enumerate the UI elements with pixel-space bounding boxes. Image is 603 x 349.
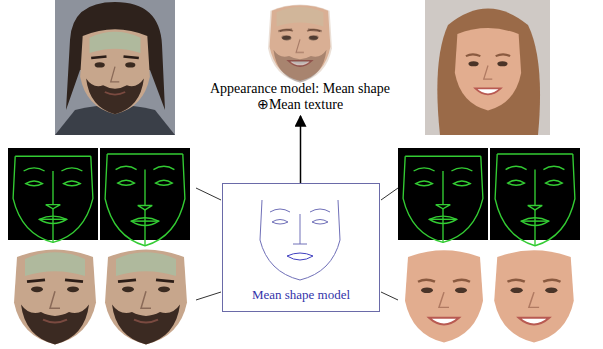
caption-node: Appearance model: Mean shape ⊕Mean textu…	[205, 81, 395, 114]
node-text: Appearance model: Mean shape ⊕Mean textu…	[205, 81, 395, 113]
node-text: Mean shape model	[223, 288, 379, 303]
arrow-connector	[300, 116, 302, 183]
photo	[55, 0, 175, 135]
photo	[425, 0, 550, 135]
process-box: Mean shape model	[222, 183, 380, 312]
